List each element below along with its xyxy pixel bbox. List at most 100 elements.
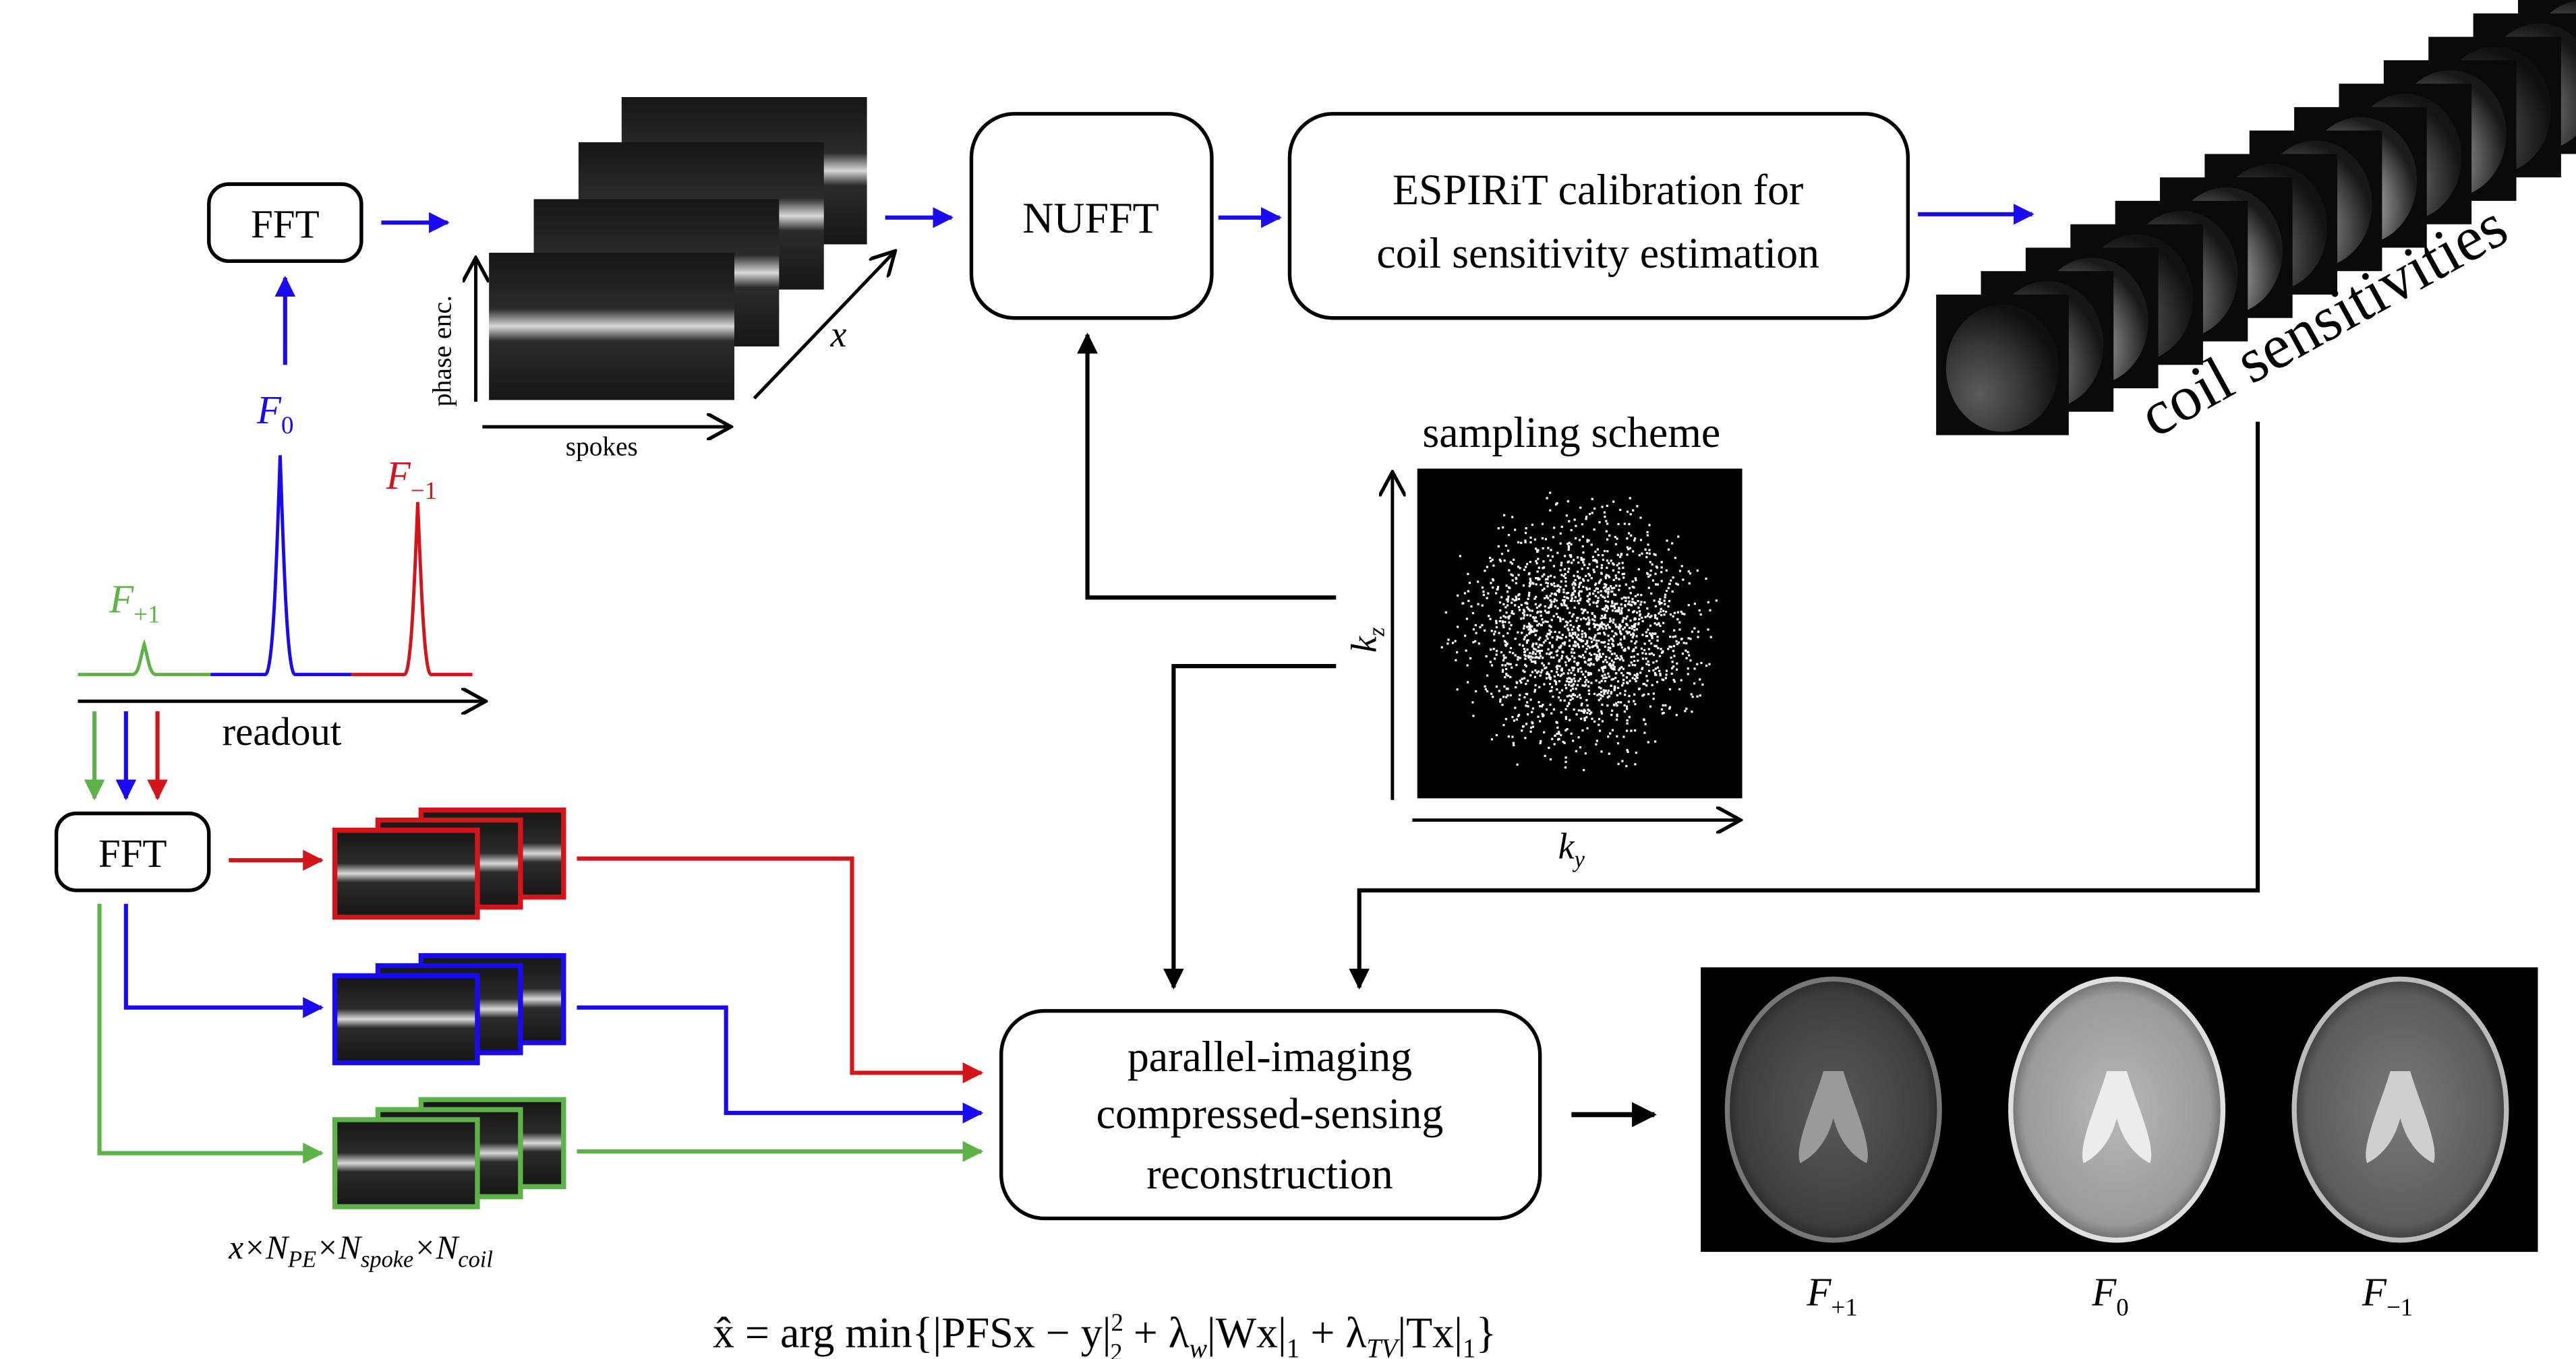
- brain-image-fm1: [2291, 976, 2509, 1243]
- sampling-point: [1543, 566, 1546, 569]
- sampling-point: [1560, 604, 1563, 607]
- sampling-point: [1455, 659, 1457, 661]
- sampling-point: [1593, 528, 1596, 531]
- sampling-point: [1579, 667, 1582, 669]
- sampling-point: [1611, 729, 1614, 731]
- sampling-point: [1622, 679, 1625, 682]
- sampling-point: [1510, 624, 1513, 627]
- sampling-point: [1630, 534, 1633, 537]
- sampling-point: [1559, 646, 1562, 649]
- sampling-point: [1581, 729, 1584, 732]
- sampling-point: [1488, 557, 1492, 560]
- sampling-point: [1598, 669, 1600, 671]
- sampling-point: [1576, 684, 1579, 686]
- sampling-point: [1537, 557, 1540, 560]
- sampling-point: [1698, 609, 1701, 612]
- sampling-point: [1560, 669, 1563, 671]
- sampling-point: [1523, 609, 1525, 611]
- sampling-point: [1645, 684, 1648, 687]
- sampling-point: [1655, 673, 1658, 676]
- sampling-point: [1602, 661, 1605, 663]
- sampling-point: [1600, 680, 1603, 682]
- sampling-point: [1470, 605, 1473, 608]
- sampling-point: [1631, 677, 1634, 680]
- sampling-point: [1615, 718, 1618, 721]
- sampling-point: [1592, 622, 1596, 626]
- sampling-point: [1646, 531, 1649, 534]
- sampling-point: [1654, 614, 1657, 617]
- sampling-point: [1606, 704, 1609, 707]
- sampling-point: [1544, 609, 1546, 612]
- sampling-point: [1545, 666, 1548, 669]
- sampling-point: [1522, 584, 1525, 587]
- sampling-point: [1569, 624, 1572, 627]
- sampling-point: [1688, 582, 1691, 584]
- sampling-point: [1471, 611, 1475, 615]
- sampling-point: [1571, 592, 1574, 595]
- sampling-point: [1625, 705, 1629, 708]
- sampling-point: [1608, 663, 1612, 665]
- sampling-point: [1606, 538, 1609, 541]
- sampling-point: [1502, 654, 1505, 657]
- sampling-point: [1550, 656, 1552, 659]
- sampling-point: [1529, 624, 1531, 627]
- sampling-point: [1493, 633, 1496, 636]
- sampling-point: [1628, 600, 1631, 603]
- sampling-point: [1511, 716, 1514, 719]
- sampling-point: [1649, 574, 1651, 576]
- sampling-point: [1489, 661, 1492, 663]
- sampling-point: [1499, 700, 1502, 703]
- sampling-point: [1498, 690, 1500, 692]
- sampling-point: [1594, 595, 1597, 597]
- sampling-point: [1516, 763, 1519, 766]
- sampling-point: [1614, 686, 1616, 689]
- sampling-point: [1550, 712, 1553, 715]
- sampling-point: [1613, 605, 1616, 607]
- sampling-point: [1514, 637, 1517, 640]
- sampling-point: [1620, 609, 1623, 612]
- sampling-point: [1590, 543, 1593, 546]
- sampling-point: [1515, 578, 1518, 580]
- sampling-point: [1504, 640, 1507, 644]
- spectrum-plot: readout F0 F−1 F+1: [78, 388, 486, 754]
- sampling-point: [1667, 586, 1670, 589]
- sampling-point: [1610, 584, 1612, 588]
- sampling-point: [1602, 554, 1604, 557]
- sampling-point: [1675, 640, 1678, 642]
- sampling-point: [1531, 644, 1534, 646]
- sampling-point: [1687, 673, 1689, 675]
- sampling-point: [1490, 664, 1494, 667]
- sampling-point: [1581, 636, 1584, 638]
- sampling-point: [1534, 669, 1537, 672]
- sampling-point: [1507, 595, 1510, 598]
- sampling-point: [1614, 603, 1616, 605]
- sampling-point: [1648, 524, 1651, 526]
- sampling-point: [1630, 640, 1633, 642]
- sampling-point: [1499, 609, 1502, 612]
- sampling-point: [1616, 742, 1620, 745]
- sampling-point: [1589, 713, 1591, 715]
- sampling-point: [1549, 604, 1552, 607]
- sampling-point: [1520, 603, 1523, 607]
- sampling-point: [1638, 554, 1641, 557]
- sampling-point: [1515, 681, 1518, 684]
- sampling-point: [1562, 599, 1564, 602]
- sampling-point: [1481, 624, 1484, 627]
- sampling-point: [1596, 601, 1599, 604]
- sampling-point: [1585, 699, 1588, 702]
- sampling-point: [1550, 582, 1553, 585]
- sampling-point: [1577, 602, 1580, 605]
- sampling-point: [1496, 650, 1498, 653]
- x-axis-arrow: [753, 251, 895, 400]
- sampling-point: [1472, 628, 1475, 631]
- sampling-point: [1651, 684, 1653, 686]
- sampling-point: [1647, 663, 1650, 666]
- sampling-point: [1668, 582, 1671, 585]
- sampling-point: [1515, 663, 1518, 667]
- sampling-point: [1600, 667, 1604, 669]
- sampling-point: [1582, 710, 1585, 713]
- sampling-point: [1627, 647, 1631, 650]
- sampling-point: [1558, 617, 1562, 620]
- sampling-point: [1596, 628, 1599, 631]
- sampling-point: [1665, 569, 1668, 572]
